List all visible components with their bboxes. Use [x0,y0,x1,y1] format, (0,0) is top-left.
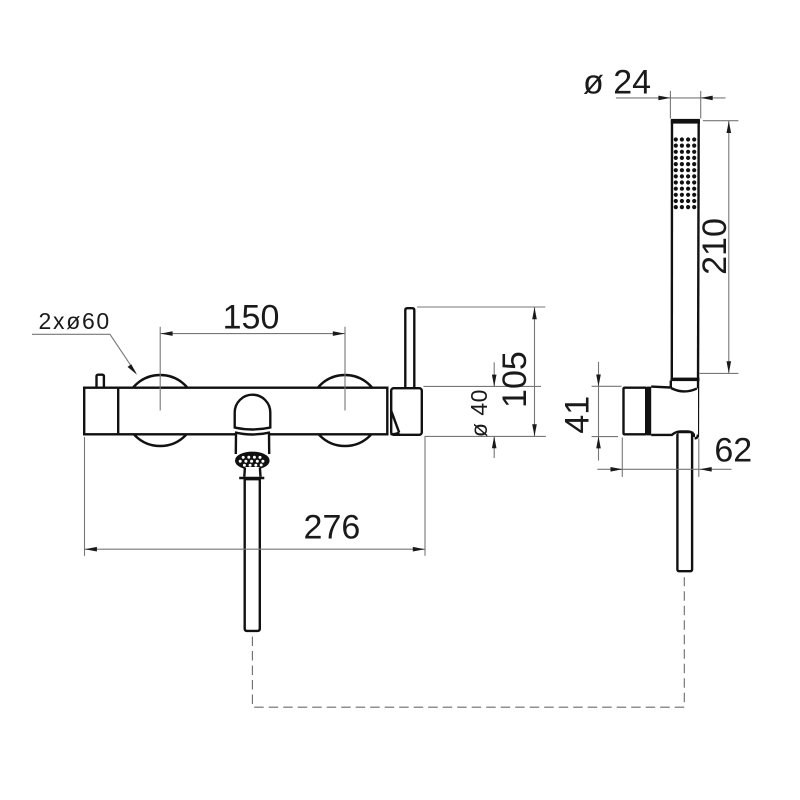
svg-text:ø 24: ø 24 [583,63,651,101]
svg-text:276: 276 [304,509,361,547]
svg-text:150: 150 [223,299,280,337]
svg-text:210: 210 [696,218,734,275]
svg-text:105: 105 [496,351,534,408]
svg-text:62: 62 [714,432,752,470]
svg-text:41: 41 [559,396,597,434]
svg-text:2xø60: 2xø60 [39,308,111,334]
svg-text:ø 40: ø 40 [466,389,492,437]
